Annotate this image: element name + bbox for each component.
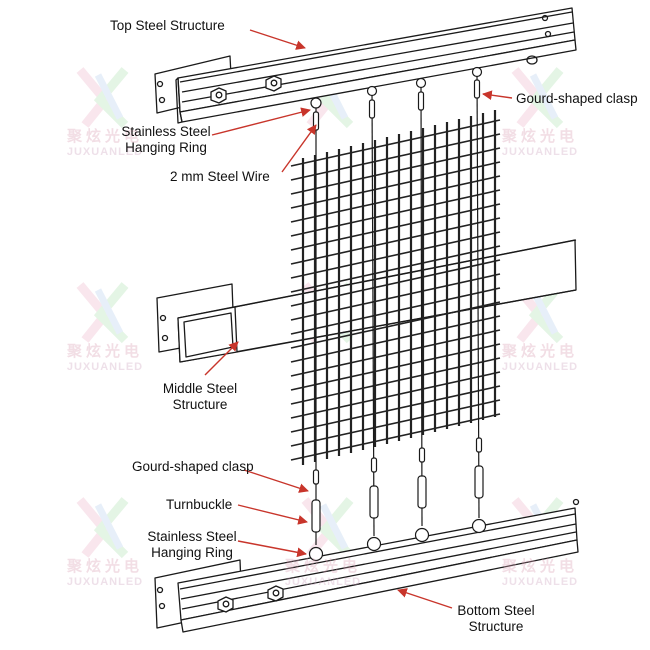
label-hanging-ring-top-line1: Stainless Steel [121, 124, 211, 139]
bolt-icon [267, 585, 284, 602]
bolt-icon [210, 87, 227, 104]
bolt-icon [265, 75, 282, 92]
label-middle-steel-line2: Structure [172, 397, 228, 412]
steel-wires [308, 66, 487, 562]
arrow-ring-bottom [237, 540, 307, 558]
arrow-turnbuckle [237, 504, 308, 525]
top-steel-structure [154, 7, 577, 124]
arrow-top-steel [249, 29, 306, 50]
bottom-steel-structure [154, 498, 580, 633]
label-bottom-steel-line2: Structure [468, 619, 524, 634]
label-hanging-ring-bottom: Stainless Steel Hanging Ring [140, 529, 244, 561]
label-hanging-ring-top-line2: Hanging Ring [125, 140, 207, 155]
arrow-gourd-top [482, 90, 513, 101]
label-bottom-steel-structure: Bottom Steel Structure [444, 603, 548, 635]
arrow-middle-steel [204, 341, 239, 376]
arrow-wire [281, 124, 317, 173]
led-mesh-horizontal-strips [290, 119, 501, 461]
arrow-ring-top [211, 107, 311, 136]
label-hanging-ring-top: Stainless Steel Hanging Ring [118, 124, 214, 156]
label-bottom-steel-line1: Bottom Steel [457, 603, 535, 618]
label-top-steel-structure: Top Steel Structure [110, 18, 225, 33]
label-turnbuckle: Turnbuckle [166, 497, 233, 512]
bolt-icon [217, 596, 234, 613]
label-hanging-ring-bottom-line2: Hanging Ring [151, 545, 233, 560]
label-hanging-ring-bottom-line1: Stainless Steel [147, 529, 237, 544]
arrow-bottom-steel [397, 588, 453, 609]
label-arrows [204, 29, 513, 609]
label-middle-steel-line1: Middle Steel [162, 381, 238, 396]
label-gourd-clasp-top: Gourd-shaped clasp [516, 91, 638, 106]
label-middle-steel-structure: Middle Steel Structure [148, 381, 252, 413]
arrow-gourd-bottom [243, 469, 309, 493]
label-steel-wire: 2 mm Steel Wire [170, 169, 270, 184]
label-gourd-clasp-bottom: Gourd-shaped clasp [132, 459, 254, 474]
